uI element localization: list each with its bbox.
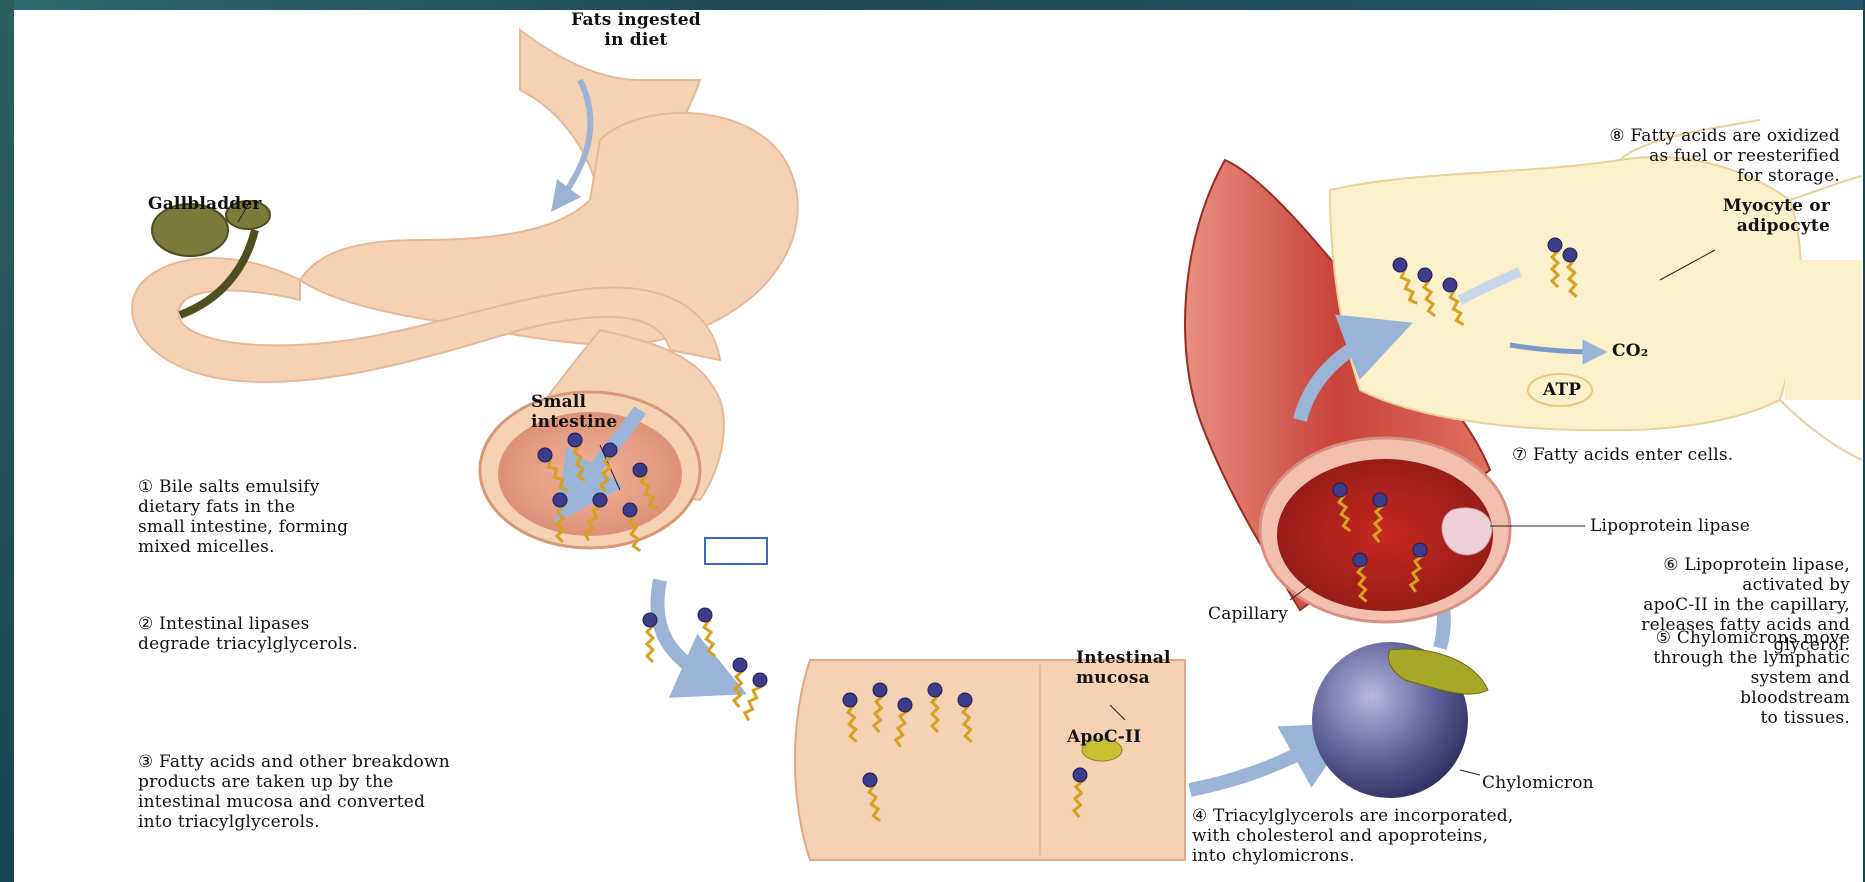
step-2: ② Intestinal lipases degrade triacylglyc… bbox=[138, 614, 358, 654]
zoom-box bbox=[705, 538, 767, 564]
step-1: ① Bile salts emulsify dietary fats in th… bbox=[138, 477, 348, 557]
step-3: ③ Fatty acids and other breakdown produc… bbox=[138, 752, 450, 832]
step-6: ⑥ Lipoprotein lipase, activated by apoC-… bbox=[1520, 555, 1850, 655]
fatty-acid-molecule bbox=[745, 673, 767, 721]
arrow-to-chylomicron bbox=[1190, 740, 1325, 790]
label-myocyte: Myocyte or adipocyte bbox=[1650, 196, 1830, 236]
step-8: ⑧ Fatty acids are oxidized as fuel or re… bbox=[1460, 126, 1840, 186]
leader-chylomicron bbox=[1460, 770, 1480, 775]
step-7: ⑦ Fatty acids enter cells. bbox=[1512, 445, 1733, 465]
label-chylomicron: Chylomicron bbox=[1482, 773, 1594, 793]
label-fats-ingested: Fats ingested in diet bbox=[556, 10, 716, 50]
lipoprotein-lipase-blob bbox=[1442, 508, 1492, 555]
label-atp: ATP bbox=[1543, 380, 1581, 400]
label-intestinal-mucosa: Intestinal mucosa bbox=[1076, 648, 1171, 688]
step-4: ④ Triacylglycerols are incorporated, wit… bbox=[1192, 806, 1513, 866]
label-small-intestine: Small intestine bbox=[531, 392, 617, 432]
fatty-acid-molecule bbox=[698, 608, 715, 656]
intestinal-mucosa-block bbox=[795, 660, 1185, 860]
label-co2: CO₂ bbox=[1612, 341, 1648, 361]
label-lipoprotein-lipase: Lipoprotein lipase bbox=[1590, 516, 1750, 536]
label-gallbladder: Gallbladder bbox=[148, 194, 262, 214]
fatty-acid-molecule bbox=[733, 658, 747, 707]
fatty-acid-molecule bbox=[643, 613, 657, 662]
label-apoc2: ApoC-II bbox=[1067, 727, 1141, 747]
label-capillary: Capillary bbox=[1208, 604, 1288, 624]
